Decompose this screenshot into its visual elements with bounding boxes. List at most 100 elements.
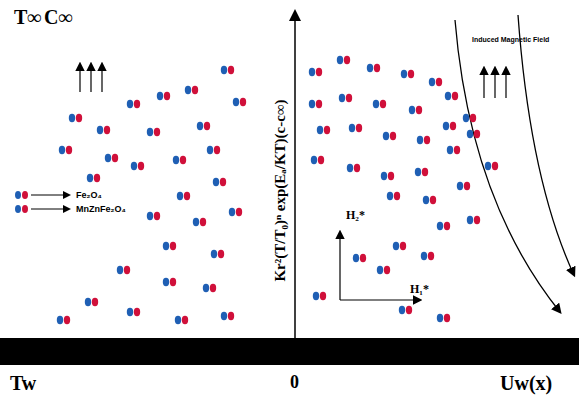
streamline xyxy=(518,15,574,275)
origin: 0 xyxy=(290,372,299,393)
nanoparticle xyxy=(388,172,394,180)
nanoparticle xyxy=(87,174,93,182)
nanoparticle xyxy=(182,316,188,324)
nanoparticle xyxy=(406,306,412,314)
nanoparticle xyxy=(374,64,380,72)
nanoparticle xyxy=(138,162,144,170)
nanoparticle xyxy=(470,114,476,122)
nanoparticle xyxy=(104,126,110,134)
formula: Kr²(T/T₀)ⁿ exp(Eₐ/KT)(c-c∞) xyxy=(271,99,288,281)
legend-text: Fe₂O₄ xyxy=(76,190,102,200)
field-label: Induced Magnetic Field xyxy=(472,36,549,43)
nanoparticle xyxy=(134,100,140,108)
nanoparticle xyxy=(316,68,322,76)
legend-entry: MnZnFe₂O₄ xyxy=(14,204,126,214)
nanoparticle xyxy=(408,70,414,78)
nanoparticle xyxy=(69,114,75,122)
nanoparticle xyxy=(154,212,160,220)
nanoparticle xyxy=(105,154,111,162)
nanoparticle xyxy=(220,178,226,186)
plate xyxy=(0,338,579,365)
nanoparticle xyxy=(157,92,163,100)
nanoparticle xyxy=(353,254,359,262)
legend-entry: Fe₂O₄ xyxy=(14,190,102,200)
nanoparticle xyxy=(474,216,480,224)
nanoparticle xyxy=(211,250,217,258)
nanoparticle xyxy=(173,156,179,164)
nanoparticle xyxy=(57,316,63,324)
nanoparticle xyxy=(349,124,355,132)
nanoparticle xyxy=(221,312,227,320)
nanoparticle xyxy=(170,242,176,250)
nanoparticle xyxy=(94,174,100,182)
axis xyxy=(294,12,296,338)
legend-sample xyxy=(14,204,72,214)
nanoparticle xyxy=(381,172,387,180)
nanoparticle xyxy=(127,308,133,316)
wall-velocity: Uw(x) xyxy=(500,372,552,395)
nanoparticle xyxy=(429,78,435,86)
nanoparticle xyxy=(214,146,220,154)
nanoparticle xyxy=(170,278,176,286)
nanoparticle xyxy=(85,298,91,306)
nanoparticle xyxy=(443,122,449,130)
nanoparticle xyxy=(423,196,429,204)
wall-temp: Tw xyxy=(10,372,36,395)
nanoparticle xyxy=(393,242,399,250)
nanoparticle xyxy=(311,156,317,164)
nanoparticle xyxy=(467,130,473,138)
nanoparticle xyxy=(457,182,463,190)
nanoparticle xyxy=(180,156,186,164)
h2-label: H₂* xyxy=(346,208,365,223)
nanoparticle xyxy=(204,122,210,130)
nanoparticle xyxy=(384,266,390,274)
nanoparticle xyxy=(373,100,379,108)
nanoparticle xyxy=(430,196,436,204)
nanoparticle xyxy=(154,128,160,136)
nanoparticle xyxy=(203,284,209,292)
nanoparticle xyxy=(463,114,469,122)
nanoparticle xyxy=(337,56,343,64)
nanoparticle xyxy=(383,132,389,140)
nanoparticle xyxy=(164,92,170,100)
nanoparticle xyxy=(422,168,428,176)
nanoparticle xyxy=(415,168,421,176)
nanoparticle xyxy=(400,242,406,250)
nanoparticle xyxy=(218,250,224,258)
nanoparticle xyxy=(421,252,427,260)
nanoparticle xyxy=(97,126,103,134)
nanoparticle xyxy=(233,98,239,106)
nanoparticle xyxy=(492,162,498,170)
nanoparticle xyxy=(324,126,330,134)
nanoparticle xyxy=(184,192,190,200)
nanoparticle xyxy=(59,146,65,154)
legend-text: MnZnFe₂O₄ xyxy=(76,204,126,214)
nanoparticle xyxy=(192,86,198,94)
nanoparticle xyxy=(447,146,453,154)
ambient-temp: T∞ xyxy=(14,6,42,29)
nanoparticle xyxy=(117,266,123,274)
nanoparticle xyxy=(76,114,82,122)
nanoparticle xyxy=(454,146,460,154)
nanoparticle xyxy=(485,162,491,170)
nanoparticle xyxy=(228,312,234,320)
nanoparticle xyxy=(229,208,235,216)
nanoparticle xyxy=(344,56,350,64)
nanoparticle xyxy=(428,252,434,260)
nanoparticle xyxy=(175,316,181,324)
legend-sample xyxy=(14,190,72,200)
field-arrows xyxy=(80,64,506,98)
nanoparticles xyxy=(57,56,498,324)
nanoparticle xyxy=(377,266,383,274)
h-axes xyxy=(340,232,420,300)
nanoparticle xyxy=(236,208,242,216)
nanoparticle xyxy=(399,306,405,314)
nanoparticle xyxy=(131,162,137,170)
nanoparticle xyxy=(147,212,153,220)
nanoparticle xyxy=(112,154,118,162)
nanoparticle xyxy=(309,68,315,76)
h1-label: H₁* xyxy=(410,282,429,297)
nanoparticle xyxy=(163,242,169,250)
nanoparticle xyxy=(221,66,227,74)
nanoparticle xyxy=(313,292,319,300)
